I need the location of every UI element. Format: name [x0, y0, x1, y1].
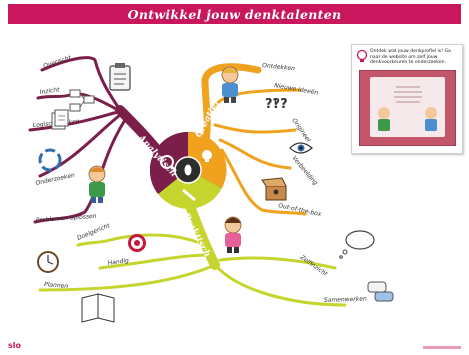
lightbulb-icon — [202, 150, 212, 160]
eye-icon — [289, 142, 313, 154]
flowchart-icon — [69, 89, 95, 112]
label-handig: Handig — [107, 257, 129, 267]
document-stack-icon — [51, 109, 69, 130]
label-plannen: Plannen — [44, 281, 69, 290]
target-icon — [128, 234, 146, 252]
footer-link[interactable] — [423, 346, 461, 349]
website-promo-panel[interactable]: Ontdek wat jouw denkprofiel is! Ga naar … — [351, 44, 463, 154]
label-verbeelding: Verbeelding — [290, 155, 319, 187]
thought-bubble-icon — [339, 230, 375, 259]
wrench-icon — [182, 188, 196, 202]
question-marks-icon: ?‽? — [265, 97, 288, 112]
label-out-of-the-box: Out-of-the-box — [278, 202, 323, 218]
website-preview — [359, 70, 456, 146]
label-inzicht: Inzicht — [39, 86, 60, 96]
lightbulb-icon — [356, 49, 368, 62]
child-praktisch-icon — [224, 216, 242, 253]
website-preview-illustration — [378, 86, 437, 131]
book-icon — [81, 293, 115, 323]
cycle-arrows-icon — [38, 148, 62, 172]
child-creatief-icon — [221, 66, 239, 103]
label-doelgericht: Doelgericht — [76, 222, 111, 242]
label-problemen-oplossen: Problemen oplossen — [36, 213, 97, 224]
label-nieuwe-ideeen: Nieuwe ideeën — [274, 82, 319, 97]
magnifier-icon — [160, 155, 174, 169]
child-analytisch-icon — [88, 165, 106, 203]
chat-bubbles-icon — [367, 281, 394, 302]
label-ontdekken: Ontdekken — [262, 62, 296, 72]
clipboard-icon — [109, 63, 131, 91]
box-icon — [261, 177, 287, 201]
label-samenwerken: Samenwerken — [324, 296, 367, 304]
clock-icon — [37, 251, 59, 273]
promo-text: Ontdek wat jouw denkprofiel is! Ga naar … — [370, 49, 451, 66]
central-hub — [149, 131, 227, 209]
label-overzicht: Overzicht — [42, 54, 72, 70]
page-title: Ontwikkel jouw denktalenten — [8, 4, 461, 24]
slo-logo: slo — [8, 341, 21, 350]
